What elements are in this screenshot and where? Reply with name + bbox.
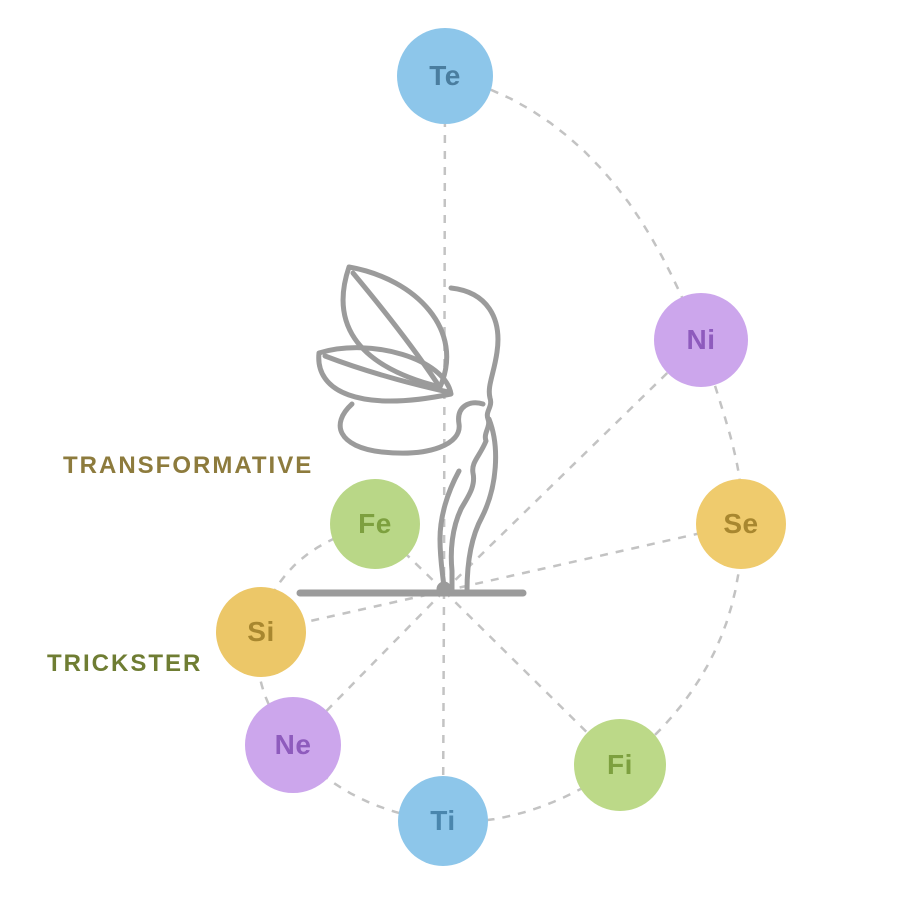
function-node-ne: Ne: [245, 697, 341, 793]
annotation-transformative: TRANSFORMATIVE: [63, 452, 314, 479]
spiral-path: [256, 74, 743, 824]
function-label: Se: [723, 508, 759, 539]
function-node-fe: Fe: [330, 479, 420, 569]
function-node-fi: Fi: [574, 719, 666, 811]
function-node-te: Te: [397, 28, 493, 124]
function-node-ti: Ti: [398, 776, 488, 866]
function-node-si: Si: [216, 587, 306, 677]
function-node-ni: Ni: [654, 293, 748, 387]
body-line: [437, 468, 462, 591]
function-node-se: Se: [696, 479, 786, 569]
radial-line-ti: [441, 590, 446, 822]
radial-line-se: [443, 522, 742, 593]
sprout-person-sketch: [296, 264, 527, 597]
leaf-icon: [340, 264, 450, 390]
function-label: Ti: [430, 805, 456, 836]
function-label: Ni: [686, 324, 716, 355]
leaf-vein: [322, 353, 451, 395]
function-label: Ne: [274, 729, 312, 760]
annotation-trickster: TRICKSTER: [47, 650, 203, 677]
leaf-vein: [350, 270, 440, 386]
leaf-icon: [316, 345, 454, 404]
function-label: Te: [429, 60, 461, 91]
function-label: Fi: [607, 749, 633, 780]
function-label: Fe: [358, 508, 392, 539]
function-label: Si: [247, 616, 275, 647]
neck-line: [464, 416, 499, 594]
leaf-loop: [337, 400, 486, 456]
radial-line-ni: [443, 339, 702, 592]
face-profile: [448, 285, 501, 594]
connector-lines: [256, 74, 743, 824]
